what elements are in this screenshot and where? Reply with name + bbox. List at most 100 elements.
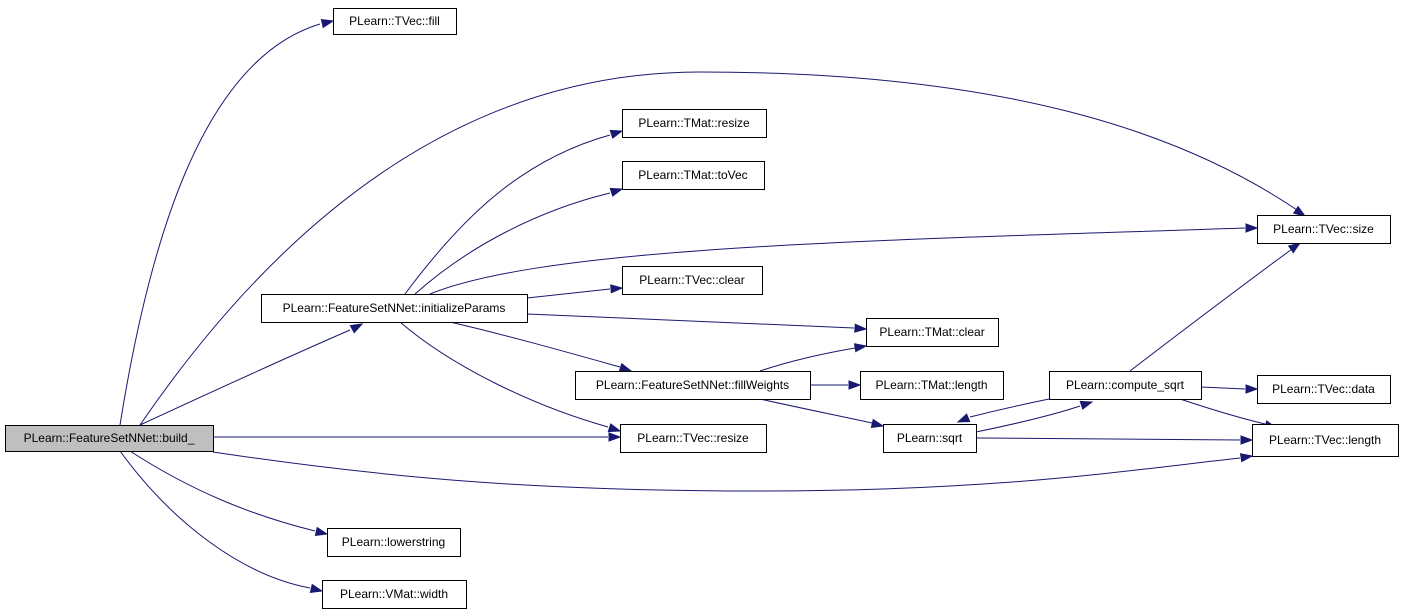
edge-line [119, 450, 311, 589]
node-box [860, 371, 1004, 400]
node-tvec-length[interactable]: PLearn::TVec::length [1252, 424, 1399, 457]
edge-line [414, 192, 611, 295]
node-tmat-toVec[interactable]: PLearn::TMat::toVec [622, 161, 765, 190]
edge-build-to-tvec_resize [213, 432, 622, 442]
edge-compute_sqrt-to-sqrt [956, 398, 1050, 423]
edge-initializeParams-to-tmat_resize [404, 129, 624, 295]
edge-compute_sqrt-to-tvec_size [1129, 242, 1302, 372]
edge-line [119, 23, 321, 426]
node-label: PLearn::lowerstring [342, 535, 445, 549]
edge-line [429, 227, 1246, 295]
edge-line [139, 329, 351, 426]
node-label: PLearn::VMat::width [340, 587, 448, 601]
node-label: PLearn::compute_sqrt [1066, 378, 1185, 392]
node-tmat-length[interactable]: PLearn::TMat::length [860, 371, 1004, 400]
node-box [333, 8, 457, 35]
node-box [5, 425, 214, 452]
edge-fillWeights-to-tmat_length [810, 380, 862, 390]
arrowhead-icon [1239, 453, 1254, 463]
edge-line [212, 451, 1241, 492]
edge-line [1129, 248, 1293, 372]
node-tvec-size[interactable]: PLearn::TVec::size [1257, 215, 1391, 244]
node-box [327, 528, 461, 557]
node-tvec-resize[interactable]: PLearn::TVec::resize [620, 424, 767, 453]
node-label: PLearn::TVec::fill [349, 14, 440, 28]
arrowhead-icon [349, 323, 364, 334]
edge-line [1179, 398, 1266, 425]
node-label: PLearn::TMat::toVec [638, 168, 747, 182]
node-tmat-clear[interactable]: PLearn::TMat::clear [866, 318, 999, 347]
node-tvec-data[interactable]: PLearn::TVec::data [1257, 375, 1391, 404]
edge-initializeParams-to-tvec_resize [399, 321, 622, 433]
edge-line [969, 398, 1050, 418]
arrowhead-icon [848, 380, 862, 390]
edge-line [449, 321, 621, 368]
edge-initializeParams-to-tvec_clear [526, 284, 624, 299]
edge-compute_sqrt-to-tvec_data [1200, 384, 1259, 394]
node-box [883, 424, 977, 453]
node-label: PLearn::TVec::resize [637, 431, 749, 445]
edge-sqrt-to-tvec_length [975, 435, 1254, 445]
node-box [575, 371, 811, 400]
node-box [1257, 215, 1391, 244]
edge-line [975, 405, 1081, 433]
node-vmat-width[interactable]: PLearn::VMat::width [322, 580, 467, 609]
node-label: PLearn::FeatureSetNNet::build_ [24, 431, 195, 445]
node-fillWeights[interactable]: PLearn::FeatureSetNNet::fillWeights [575, 371, 811, 400]
node-label: PLearn::FeatureSetNNet::initializeParams [283, 301, 506, 315]
edge-build-to-initializeParams [139, 323, 364, 426]
node-lowerstring[interactable]: PLearn::lowerstring [327, 528, 461, 557]
arrowhead-icon [608, 432, 622, 442]
node-label: PLearn::TVec::clear [639, 273, 744, 287]
arrowhead-icon [1245, 384, 1259, 394]
node-box [622, 266, 763, 295]
node-build[interactable]: PLearn::FeatureSetNNet::build_ [5, 425, 214, 452]
arrowhead-icon [1240, 435, 1254, 445]
node-tmat-resize[interactable]: PLearn::TMat::resize [622, 109, 767, 138]
node-compute-sqrt[interactable]: PLearn::compute_sqrt [1049, 371, 1202, 400]
arrowhead-icon [618, 362, 633, 372]
node-box [620, 424, 767, 453]
edge-build-to-tvec_size [139, 71, 1307, 426]
edge-line [975, 437, 1241, 441]
node-label: PLearn::TVec::length [1269, 433, 1381, 447]
arrowhead-icon [609, 187, 624, 197]
arrowhead-icon [956, 413, 971, 423]
edge-line [526, 313, 855, 329]
node-label: PLearn::TVec::size [1273, 222, 1374, 236]
node-box [261, 294, 528, 323]
node-sqrt[interactable]: PLearn::sqrt [883, 424, 977, 453]
node-label: PLearn::sqrt [897, 431, 963, 445]
arrowhead-icon [609, 129, 624, 139]
arrowhead-icon [314, 526, 329, 536]
node-box [1049, 371, 1202, 400]
arrowhead-icon [1245, 223, 1259, 233]
arrowhead-icon [1292, 205, 1307, 217]
node-fill[interactable]: PLearn::TVec::fill [333, 8, 457, 35]
edge-initializeParams-to-tvec_size [429, 223, 1259, 295]
node-tvec-clear[interactable]: PLearn::TVec::clear [622, 266, 763, 295]
node-box [1257, 375, 1391, 404]
node-label: PLearn::TVec::data [1272, 382, 1375, 396]
arrowhead-icon [853, 343, 868, 353]
arrowhead-icon [610, 284, 624, 294]
edge-line [404, 134, 611, 295]
edge-line [129, 450, 316, 532]
edge-fillWeights-to-sqrt [759, 398, 885, 428]
edge-line [399, 321, 609, 428]
edge-sqrt-to-compute_sqrt [975, 400, 1094, 433]
node-box [1252, 424, 1399, 457]
arrowhead-icon [1079, 400, 1094, 410]
edge-line [759, 398, 873, 424]
node-layer: PLearn::FeatureSetNNet::build_ PLearn::TV… [5, 8, 1399, 609]
edge-build-to-vmat_width [119, 450, 324, 593]
edge-build-to-fill [119, 19, 335, 426]
edge-initializeParams-to-tmat_toVec [414, 187, 624, 295]
arrowhead-icon [870, 418, 885, 428]
arrowhead-icon [320, 19, 335, 29]
arrowhead-icon [607, 423, 622, 433]
node-initializeParams[interactable]: PLearn::FeatureSetNNet::initializeParams [261, 294, 528, 323]
arrowhead-icon [1287, 242, 1302, 254]
edge-line [1200, 386, 1246, 390]
